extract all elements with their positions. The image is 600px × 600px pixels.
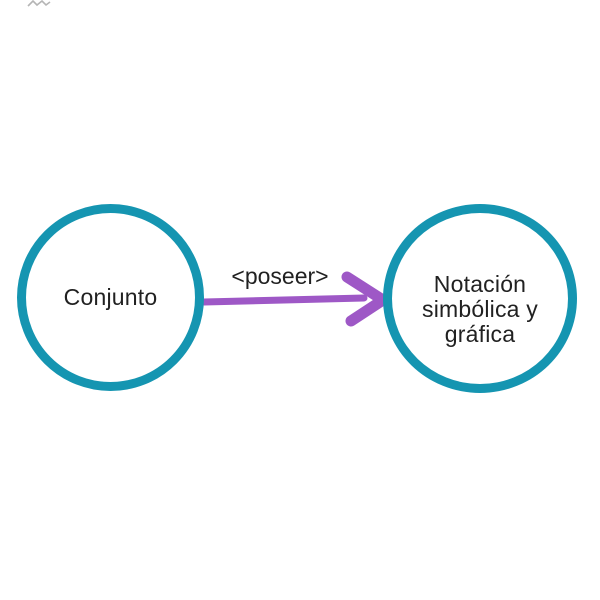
edge-label: <poseer>	[231, 263, 329, 289]
arrow-shaft	[200, 294, 368, 306]
node-notacion-label-line3: gráfica	[444, 321, 516, 347]
node-notacion-label-line1: Notación	[433, 271, 527, 297]
node-notacion-label: Notación simbólica y gráfica	[422, 272, 538, 347]
node-conjunto-label: Conjunto	[63, 284, 158, 310]
node-notacion: Notación simbólica y gráfica	[383, 204, 577, 393]
node-notacion-label-line2: simbólica y	[422, 296, 538, 322]
node-conjunto: Conjunto	[17, 204, 204, 391]
stray-mark-icon	[27, 0, 51, 7]
